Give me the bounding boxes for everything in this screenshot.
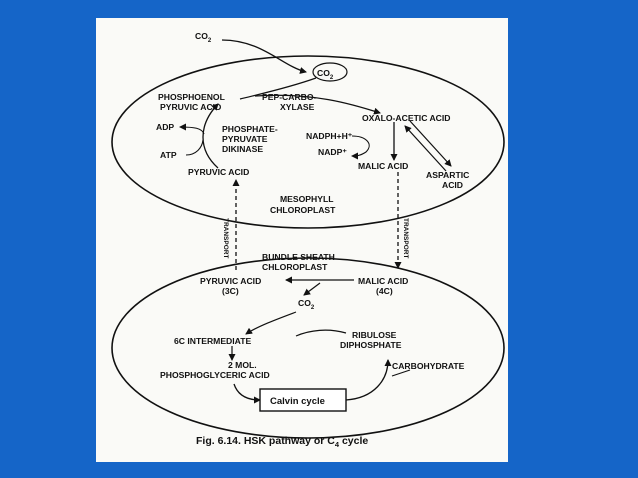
bundle-sheath-label-line2: CHLOROPLAST [262,262,328,272]
pga-label-line2: PHOSPHOGLYCERIC ACID [160,370,270,380]
co2-circle-label: CO2 [317,68,334,81]
co2-entry-arrow [221,39,307,74]
nadph-label: NADPH+H⁺ [306,131,353,141]
co2-input-label: CO2 [195,31,212,44]
atp-in-arrow [185,139,204,156]
pep-to-oaa-arrow [254,94,381,115]
calvin-cycle-box [259,388,347,412]
ppdk-arrow [202,103,219,169]
calvin-cycle-label: Calvin cycle [270,396,325,407]
aspartic-to-oaa-arrow [404,125,447,172]
pga-to-calvin-arrow [233,383,261,404]
carbohydrate-arrow [391,369,411,377]
ribulose-label-line2: DIPHOSPHATE [340,340,402,350]
co2-to-6c-arrow [245,311,297,335]
transport-label-right: TRANSPORT [402,218,409,258]
mesophyll-label-line2: CHLOROPLAST [270,205,336,215]
transport-label-left: TRANSPORT [222,218,229,258]
malic-acid-bottom-label: MALIC ACID [358,276,408,286]
oaa-to-aspartic-arrow [409,120,452,167]
calvin-to-rubp-arrow [345,359,392,401]
ppdk-label-line1: PHOSPHATE- [222,124,278,134]
pyruvic-acid-carbons: (3C) [222,286,239,296]
adp-out-arrow [179,123,205,135]
nadph-curve-arrow [351,135,370,160]
co2-circle [312,62,348,82]
co2-release-label: CO2 [298,298,315,311]
pga-label-line1: 2 MOL. [228,360,257,370]
pyruvic-acid-top-label: PYRUVIC ACID [188,167,249,177]
oxaloacetic-acid-label: OXALO-ACETIC ACID [362,113,450,123]
adp-label: ADP [156,122,174,132]
pep-label-line2: PYRUVIC ACID [160,102,221,112]
pep-carboxylase-line1: PEP-CARBO- [262,92,317,102]
co2-to-pep-arrow [239,77,317,100]
bundle-sheath-label-line1: BUNDLE SHEATH [262,252,335,262]
pyruvic-acid-bottom-label: PYRUVIC ACID [200,276,261,286]
malic-acid-top-label: MALIC ACID [358,161,408,171]
pep-carboxylase-line2: XYLASE [280,102,315,112]
malic-to-co2-arrow [303,282,321,296]
pep-label-line1: PHOSPHOENOL [158,92,225,102]
carbohydrate-label: CARBOHYDRATE [392,361,465,371]
nadp-label: NADP⁺ [318,147,347,157]
malic-acid-carbons: (4C) [376,286,393,296]
figure-panel [96,18,508,462]
figure-caption: Fig. 6.14. HSK pathway or C4 cycle [196,435,368,449]
ppdk-label-line2: PYRUVATE [222,134,268,144]
bundle-sheath-chloroplast-outline [111,257,505,439]
rubp-to-6c-arrow [295,329,347,337]
ppdk-label-line3: DIKINASE [222,144,263,154]
mesophyll-label-line1: MESOPHYLL [280,194,333,204]
mesophyll-chloroplast-outline [111,55,505,229]
aspartic-acid-line2: ACID [442,180,463,190]
ribulose-label-line1: RIBULOSE [352,330,397,340]
6c-intermediate-label: 6C INTERMEDIATE [174,336,251,346]
atp-label: ATP [160,150,177,160]
aspartic-acid-line1: ASPARTIC [426,170,469,180]
